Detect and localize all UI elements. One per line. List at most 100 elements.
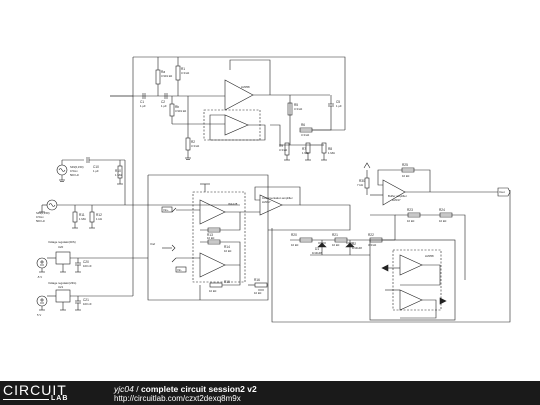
label-vsrc1-b: 0.5mv xyxy=(70,169,78,173)
label-r15-val: 10 kΩ xyxy=(209,289,216,293)
label-r22: R22 xyxy=(368,233,374,237)
label-r6: R6 xyxy=(301,123,305,127)
label-vsrc2-b: 0.5mv xyxy=(36,215,44,219)
label-r14-val: 10 kΩ xyxy=(224,249,231,253)
footer-user[interactable]: yjc04 xyxy=(114,384,134,394)
regulator-block xyxy=(36,203,148,311)
resistor-r1 xyxy=(175,65,181,81)
label-r24: R24 xyxy=(439,208,445,212)
label-c2: C2 xyxy=(161,100,165,104)
label-vsrc1-c: 500 Hz xyxy=(70,173,79,177)
opamp-top-2 xyxy=(224,114,249,136)
output-block xyxy=(268,162,511,323)
label-opamp-mid: INA128 xyxy=(228,202,238,206)
opamp-mid-1 xyxy=(199,199,226,225)
label-d1: D1 xyxy=(315,247,319,251)
label-r13: R13 xyxy=(207,233,213,237)
label-r15: R15 xyxy=(224,280,230,284)
opamp-top xyxy=(224,79,254,111)
label-r13-val: 10 kΩ xyxy=(207,236,214,240)
resistor-r8 xyxy=(321,142,327,154)
label-r25: R25 xyxy=(402,163,408,167)
label-r10: R10 xyxy=(115,169,121,173)
footer-url[interactable]: http://circuitlab.com/czxt2dexq8m9x xyxy=(114,394,241,403)
opamp-right xyxy=(382,179,406,206)
label-d2: D2 xyxy=(352,242,356,246)
footer-bar xyxy=(0,381,540,405)
resistor-r30 xyxy=(364,177,370,189)
footer-title: yjc04 / complete circuit session2 v2 xyxy=(114,384,257,394)
label-d2-val: 1N4148 xyxy=(352,246,362,250)
resistor-r5 xyxy=(287,102,293,116)
label-vreg2: Voltage regulator(23G) xyxy=(48,281,76,285)
regulator-u20 xyxy=(55,251,71,265)
label-r5: R5 xyxy=(294,103,298,107)
label-r10-val: 1 MΩ xyxy=(115,173,122,177)
label-r16: R16 xyxy=(254,278,260,282)
top-filter-block xyxy=(110,56,346,203)
label-vsrc1: SIN(0,150) xyxy=(70,165,84,169)
label-r30: R30 xyxy=(359,179,365,183)
label-r6-val: 3.3 kΩ xyxy=(301,133,309,137)
label-r25-val: 10 kΩ xyxy=(402,174,409,178)
label-vreg1: Voltage regulator(DIS) xyxy=(48,240,76,244)
label-ref: Vref xyxy=(150,242,155,246)
logo-text: CIRCUIT xyxy=(3,382,67,398)
label-opamp-br: LM358 xyxy=(425,254,434,258)
label-c21-val: 100 nF xyxy=(83,302,92,306)
label-vreg1-b: U20 xyxy=(58,245,64,249)
label-c20: C20 xyxy=(83,260,89,264)
resistor-r20 xyxy=(299,237,313,243)
label-ra: Ra xyxy=(161,70,165,74)
label-r23: R23 xyxy=(407,208,413,212)
label-r11: R11 xyxy=(79,213,85,217)
logo-sub: LAB xyxy=(51,395,69,402)
dashed-box-right xyxy=(392,249,442,311)
resistor-rb xyxy=(169,103,175,117)
label-diff-amp: Instrumentation amplifier xyxy=(262,196,293,200)
label-r12: R12 xyxy=(96,213,102,217)
label-r8-val: 1 MΩ xyxy=(328,151,335,155)
resistor-r15 xyxy=(209,282,223,288)
source-block xyxy=(39,157,240,229)
label-vin-minus: Vin- xyxy=(177,268,182,272)
label-r22-val: 3.3 kΩ xyxy=(368,243,376,247)
label-rb: Rb xyxy=(175,105,179,109)
label-r24-val: 10 kΩ xyxy=(439,219,446,223)
label-vreg2-b: U21 xyxy=(58,285,64,289)
arrow-vin-plus xyxy=(171,207,177,213)
label-ra-val: 3.901 kΩ xyxy=(161,74,172,78)
label-c20-val: 100 nF xyxy=(83,264,92,268)
circuitlab-logo[interactable]: CIRCUIT LAB xyxy=(3,383,95,403)
label-box-vin-minus xyxy=(175,266,187,273)
label-opamp-top: LM358 xyxy=(241,85,250,89)
footer-circuit-title[interactable]: complete circuit session2 v2 xyxy=(140,384,257,394)
label-r14: R14 xyxy=(224,245,230,249)
resistor-r25 xyxy=(401,167,415,173)
label-r1-val: 3.3 kΩ xyxy=(181,71,189,75)
output-port xyxy=(497,187,511,197)
label-c21: C21 xyxy=(83,298,89,302)
label-rb-val: 3.901 kΩ xyxy=(175,109,186,113)
label-vsrc2-c: 500 Hz xyxy=(36,219,45,223)
footer-separator: / xyxy=(133,384,141,394)
label-vin-plus: Vin+ xyxy=(163,208,169,212)
label-r8: R8 xyxy=(328,147,332,151)
opamp-br-1 xyxy=(399,254,423,276)
label-c5-val: 1 µF xyxy=(336,104,342,108)
label-r2: R2 xyxy=(191,140,195,144)
label-r9-val: 3.3 kΩ xyxy=(279,148,287,152)
label-box-vin-plus xyxy=(161,206,173,213)
instrumentation-amp-block xyxy=(147,174,301,301)
label-r21-val: 10 kΩ xyxy=(332,243,339,247)
label-r12-val: 1 kΩ xyxy=(96,217,102,221)
label-r20: R20 xyxy=(291,233,297,237)
logo-rule xyxy=(3,399,49,400)
label-c10: C10 xyxy=(93,165,99,169)
label-vreg2-v: 5 V xyxy=(37,313,41,317)
label-r9: R9 xyxy=(279,144,283,148)
label-opamp-right: Buffer amplifier xyxy=(388,194,407,198)
label-c10-val: 1 µF xyxy=(93,169,99,173)
label-r7: R7 xyxy=(302,147,306,151)
